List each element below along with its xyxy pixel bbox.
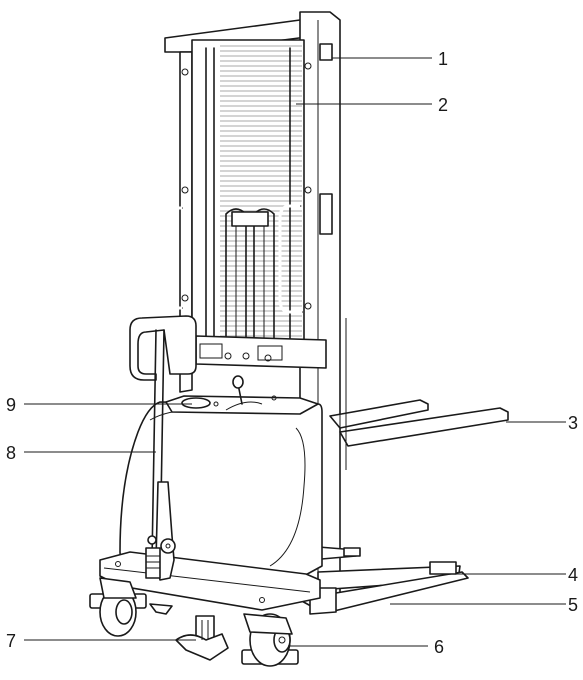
callout-4: 4 — [568, 565, 578, 585]
carriage — [195, 335, 327, 369]
callout-9: 9 — [6, 395, 16, 415]
callout-8: 8 — [6, 443, 16, 463]
forks — [329, 318, 509, 470]
callout-7: 7 — [6, 631, 16, 651]
callout-2: 2 — [438, 95, 448, 115]
callout-1: 1 — [438, 49, 448, 69]
callout-leaders — [24, 57, 566, 647]
brake-pedal-7 — [149, 603, 229, 661]
callout-3: 3 — [568, 413, 578, 433]
callout-6: 6 — [434, 637, 444, 657]
hydraulic-cylinder — [225, 208, 275, 341]
callout-labels: 1 2 3 4 5 6 7 8 9 — [6, 49, 578, 657]
rear-left-wheel — [89, 577, 147, 637]
pump-handle — [129, 315, 197, 581]
callout-5: 5 — [568, 595, 578, 615]
mast-handles — [148, 204, 303, 314]
caster-wheel-6 — [241, 613, 299, 667]
